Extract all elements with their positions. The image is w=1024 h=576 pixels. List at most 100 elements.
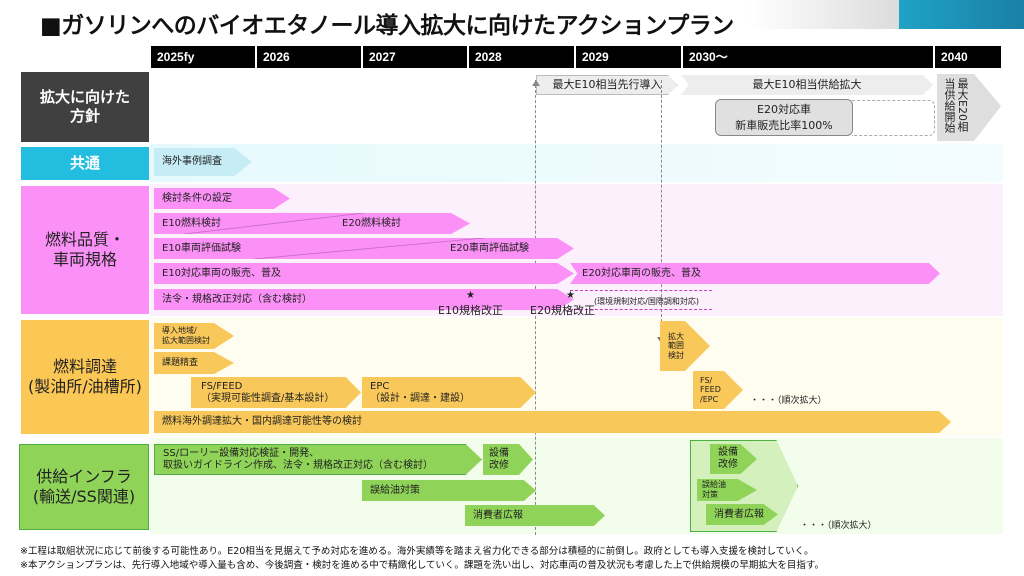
infra-misfuel2-line1: 誤給油 [702, 480, 726, 490]
proc-epc-line1: EPC [370, 380, 390, 392]
transition-diagonal [253, 238, 485, 259]
fq-law: 法令・規格改正対応（含む検討） [154, 289, 574, 310]
fq-e10-sales-label: E10対応車両の販売、普及 [162, 267, 282, 279]
infra-misfuel2-line2: 対策 [702, 490, 718, 499]
fq-env-reg: (環境規制対応/国際調和対応) [570, 290, 722, 310]
fq-e20-sales: E20対応車両の販売、普及 [570, 263, 940, 284]
category-procurement-line2: (製油所/油槽所) [28, 377, 142, 396]
common-overseas-survey-label: 海外事例調査 [162, 156, 222, 167]
transition-diagonal [183, 213, 365, 234]
fq-vehicle-test: E10車両評価試験 E20車両評価試験 [154, 238, 574, 259]
category-common-label: 共通 [69, 154, 100, 173]
category-policy: 拡大に向けた 方針 [21, 72, 149, 142]
proc-fsepc-line1: FS/ [700, 375, 713, 385]
star-icon: ★ [466, 290, 475, 301]
proc-fs-line2: （実現可能性調査/基本設計） [201, 392, 335, 404]
infra-pr2: 消費者広報 [706, 504, 778, 525]
proc-region-line1: 導入地域/ [162, 326, 197, 336]
infra-misfuel-label: 誤給油対策 [370, 484, 420, 496]
proc-overseas: 燃料海外調達拡大・国内調達可能性等の検討 [154, 411, 951, 433]
policy-e10-early-label: 最大E10相当先行導入 [552, 78, 662, 92]
infra-equip-line1: 設備 [489, 447, 509, 459]
proc-sequential: ・・・（順次拡大） [750, 396, 827, 406]
category-policy-label: 拡大に向けた 方針 [39, 88, 130, 125]
title-bar: ■ガソリンへのバイオエタノール導入拡大に向けたアクションプラン [0, 0, 1024, 44]
year-2026: 2026 [257, 46, 361, 68]
proc-overseas-label: 燃料海外調達拡大・国内調達可能性等の検討 [162, 416, 362, 427]
infra-ss-line2: 取扱いガイドライン作成、法令・規格改正対応（含む検討） [163, 459, 433, 471]
fq-e20-vehicle-test-label: E20車両評価試験 [450, 242, 530, 254]
title-accent-fade [749, 0, 899, 29]
year-2028: 2028 [469, 46, 574, 68]
fq-e20-sales-label: E20対応車両の販売、普及 [582, 267, 702, 279]
proc-expand-line2: 範囲 [668, 341, 684, 351]
common-band [150, 144, 1003, 182]
category-fuel-quality: 燃料品質・車両規格 [21, 186, 149, 314]
proc-expand-line1: 拡大 [668, 331, 684, 341]
category-infra-line1: 供給インフラ [36, 467, 132, 486]
fq-e10-standard: E10規格改正 [438, 304, 503, 317]
star-icon: ★ [566, 290, 575, 301]
fq-e20-standard: E20規格改正 [530, 304, 595, 317]
infra-equip2-line1: 設備 [718, 447, 738, 458]
title-accent-block [899, 0, 1024, 29]
fq-env-reg-label: (環境規制対応/国際調和対応) [594, 297, 699, 306]
category-infra: 供給インフラ(輸送/SS関連) [19, 444, 149, 530]
arrow-up-icon [532, 80, 540, 86]
fq-law-label: 法令・規格改正対応（含む検討） [162, 293, 312, 305]
proc-fsepc-line3: /EPC [700, 394, 719, 404]
year-2025: 2025fy [151, 46, 255, 68]
proc-region-line2: 拡大範囲検討 [162, 336, 210, 345]
infra-equip2-line2: 改修 [718, 459, 738, 470]
infra-equip-line2: 改修 [489, 459, 509, 471]
category-procurement: 燃料調達(製油所/油槽所) [21, 320, 149, 434]
policy-e10-early: 最大E10相当先行導入 [536, 75, 678, 95]
policy-e20-start-label: 最大E20相当供給開始 [943, 78, 969, 133]
policy-e10-expand-label: 最大E10相当供給拡大 [752, 78, 862, 92]
year-2029: 2029 [576, 46, 681, 68]
proc-fsepc-line2: FEED [700, 385, 721, 395]
category-procurement-line1: 燃料調達 [52, 357, 117, 376]
category-fuel-quality-line1: 燃料品質・ [44, 230, 125, 249]
fq-e10-vehicle-test-label: E10車両評価試験 [162, 242, 242, 254]
infra-pr: 消費者広報 [465, 505, 605, 526]
policy-e20-vehicle-line1: E20対応車 [757, 103, 811, 116]
footnote-2: ※本アクションプランは、先行導入地域や導入量も含め、今後調査・検討を進める中で精… [20, 560, 824, 571]
proc-issues-label: 課題精査 [162, 357, 199, 368]
page-title: ■ガソリンへのバイオエタノール導入拡大に向けたアクションプラン [40, 13, 734, 39]
proc-fs-line1: FS/FEED [201, 380, 243, 392]
infra-ss-line1: SS/ローリー設備対応検証・開発、 [163, 447, 320, 459]
milestone-line-2030 [661, 80, 662, 342]
proc-expand-line3: 検討 [668, 350, 684, 360]
year-2030: 2030〜 [683, 46, 933, 68]
infra-pr-label: 消費者広報 [473, 509, 523, 521]
fq-conditions-label: 検討条件の設定 [162, 192, 232, 204]
infra-misfuel: 誤給油対策 [362, 480, 536, 501]
category-infra-line2: (輸送/SS関連) [32, 487, 136, 506]
policy-e10-expand: 最大E10相当供給拡大 [681, 75, 933, 95]
category-common: 共通 [21, 147, 149, 180]
proc-epc-line2: （設計・調達・建設） [370, 392, 470, 404]
infra-misfuel2: 誤給油対策 [697, 479, 757, 501]
infra-sequential: ・・・（順次拡大） [800, 521, 877, 531]
infra-ss: SS/ローリー設備対応検証・開発、取扱いガイドライン作成、法令・規格改正対応（含… [154, 444, 482, 475]
proc-region: 導入地域/拡大範囲検討 [154, 323, 234, 349]
fq-e10-fuel-label: E10燃料検討 [162, 217, 222, 229]
fq-e20-fuel-label: E20燃料検討 [342, 217, 402, 229]
policy-e20-dashed-extension [852, 100, 935, 136]
proc-fs-feed: FS/FEED（実現可能性調査/基本設計） [191, 377, 361, 408]
fq-conditions: 検討条件の設定 [154, 188, 290, 209]
category-fuel-quality-line2: 車両規格 [52, 250, 117, 269]
footnote-1: ※工程は取組状況に応じて前後する可能性あり。E20相当を見据えて予め対応を進める… [20, 546, 814, 557]
fq-fuel-study: E10燃料検討 E20燃料検討 [154, 213, 470, 234]
policy-e20-vehicle-line2: 新車販売比率100% [735, 119, 833, 132]
policy-e20-vehicle: E20対応車 新車販売比率100% [715, 99, 853, 136]
year-2027: 2027 [363, 46, 467, 68]
proc-issues: 課題精査 [154, 352, 234, 374]
fq-e10-sales: E10対応車両の販売、普及 [154, 263, 574, 284]
proc-epc: EPC（設計・調達・建設） [362, 377, 536, 408]
policy-e20-start: 最大E20相当供給開始 [937, 74, 1001, 141]
infra-pr2-label: 消費者広報 [714, 508, 764, 520]
year-2040: 2040 [935, 46, 1001, 68]
common-overseas-survey: 海外事例調査 [154, 148, 252, 176]
